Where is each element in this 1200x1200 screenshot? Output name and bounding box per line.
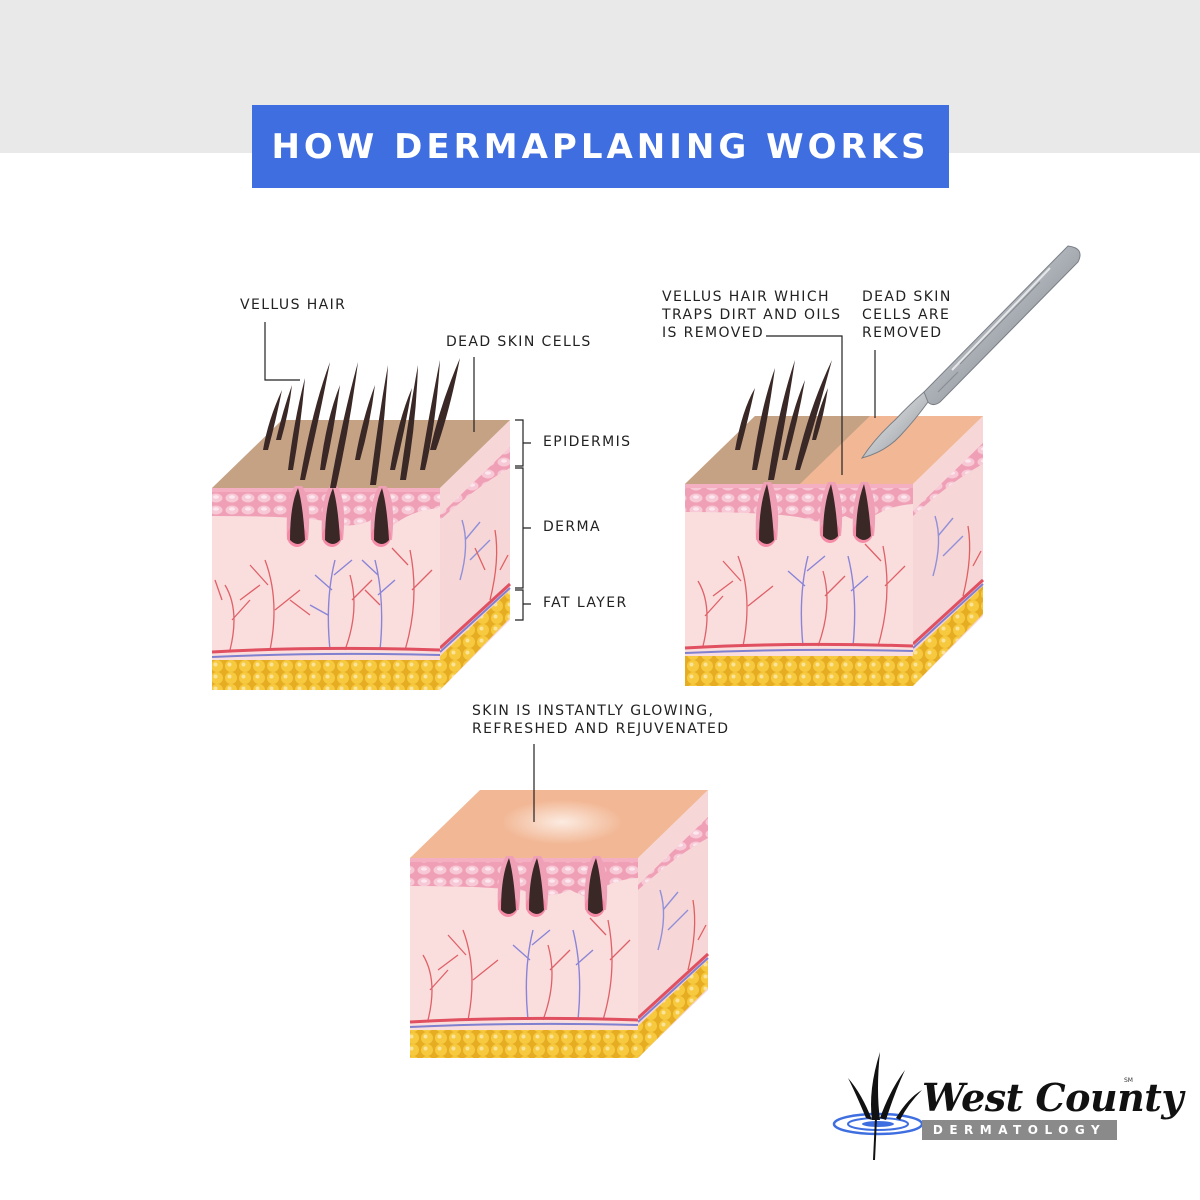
skin-cube-during <box>684 360 985 686</box>
logo-service-mark: SM <box>1124 1077 1133 1084</box>
label-result-line-2: REFRESHED AND REJUVENATED <box>472 721 730 737</box>
west-county-logo-mark <box>832 1052 924 1161</box>
logo-subtitle: DERMATOLOGY <box>922 1120 1117 1140</box>
label-fat-layer: FAT LAYER <box>543 595 628 611</box>
label-derma: DERMA <box>543 519 602 535</box>
title-banner: HOW DERMAPLANING WORKS <box>252 105 949 188</box>
label-vellus-removed-line-3: IS REMOVED <box>662 325 765 341</box>
page-title: HOW DERMAPLANING WORKS <box>271 126 930 167</box>
vellus-hair-strands <box>263 358 460 488</box>
hair-follicles <box>286 486 394 547</box>
hair-follicles-3 <box>497 856 608 917</box>
label-dead-removed-line-1: DEAD SKIN <box>862 289 952 305</box>
cube2-leader-lines <box>766 335 876 475</box>
skin-cube-before <box>211 358 512 690</box>
label-result: SKIN IS INSTANTLY GLOWING, REFRESHED AND… <box>472 702 729 738</box>
label-result-line-1: SKIN IS INSTANTLY GLOWING, <box>472 703 715 719</box>
label-epidermis: EPIDERMIS <box>543 434 632 450</box>
label-vellus-removed-line-2: TRAPS DIRT AND OILS <box>662 307 842 323</box>
logo-name: West County <box>922 1075 1183 1120</box>
label-vellus-hair: VELLUS HAIR <box>240 297 347 313</box>
label-vellus-removed-line-1: VELLUS HAIR WHICH <box>662 289 830 305</box>
label-dead-skin-cells: DEAD SKIN CELLS <box>446 334 592 350</box>
vellus-hair-strands-2 <box>735 360 832 480</box>
scalpel-icon <box>860 245 1081 459</box>
cube1-leader-lines <box>264 322 531 621</box>
skin-cube-after <box>409 790 710 1058</box>
label-dead-removed-line-2: CELLS ARE <box>862 307 951 323</box>
hair-follicles-2 <box>755 482 876 547</box>
label-vellus-removed: VELLUS HAIR WHICH TRAPS DIRT AND OILS IS… <box>662 288 841 342</box>
label-dead-removed: DEAD SKIN CELLS ARE REMOVED <box>862 288 952 342</box>
label-dead-removed-line-3: REMOVED <box>862 325 943 341</box>
